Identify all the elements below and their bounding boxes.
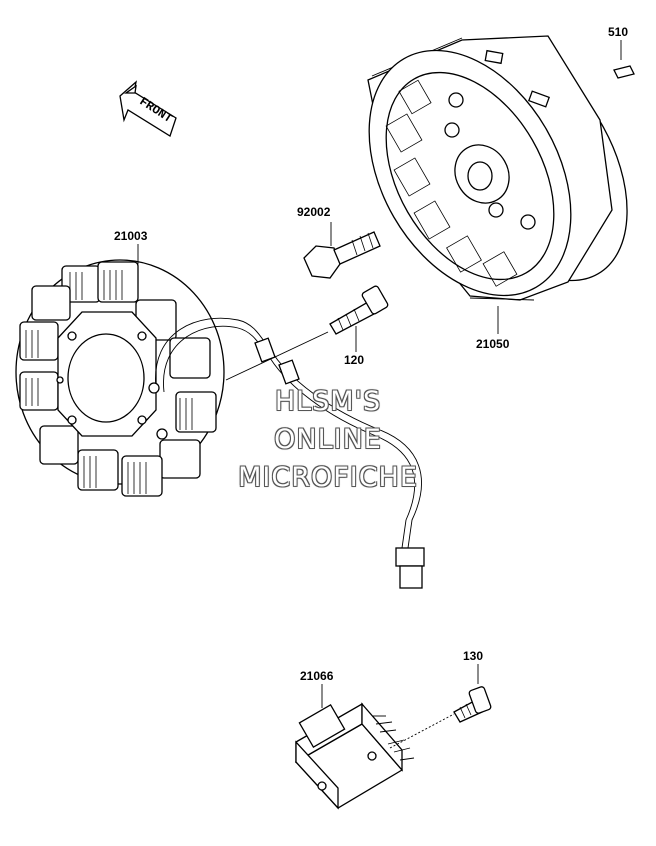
leader-lines — [137, 40, 622, 749]
part-numbers: 510 92002 21003 21050 120 130 21066 — [114, 25, 628, 683]
part-number-21003: 21003 — [114, 229, 148, 243]
part-number-92002: 92002 — [297, 205, 331, 219]
regulator-bolt[interactable] — [453, 686, 492, 723]
watermark-line-3: MICROFICHE — [238, 462, 418, 493]
part-number-120: 120 — [344, 353, 364, 367]
part-number-21066: 21066 — [300, 669, 334, 683]
flywheel-bolt[interactable] — [303, 231, 381, 279]
stator-coil[interactable] — [15, 259, 225, 497]
stator-screw[interactable] — [329, 285, 389, 335]
watermark-line-1: HLSM'S — [274, 386, 382, 417]
part-number-510: 510 — [608, 25, 628, 39]
woodruff-key[interactable] — [613, 65, 635, 79]
voltage-regulator[interactable] — [294, 702, 415, 810]
part-number-130: 130 — [463, 649, 483, 663]
part-number-21050: 21050 — [476, 337, 510, 351]
watermark-line-2: ONLINE — [274, 424, 382, 455]
front-arrow-icon: FRONT — [119, 80, 177, 137]
flywheel-rotor[interactable] — [328, 13, 656, 331]
stator-wire-harness — [148, 317, 425, 589]
